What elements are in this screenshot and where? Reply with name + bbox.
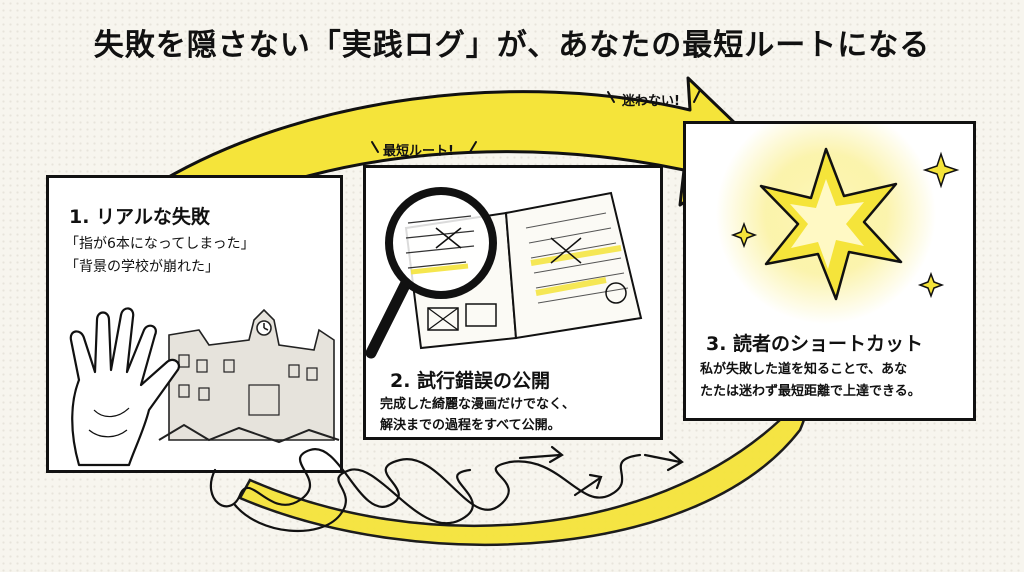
notebook-illustration bbox=[366, 187, 643, 359]
crumbling-school-icon bbox=[158, 308, 340, 444]
failure-illustration bbox=[69, 307, 340, 467]
panel-reader-shortcut: 3. 読者のショートカット 私が失敗した道を知ることで、あな たたは迷わず最短距… bbox=[683, 121, 976, 421]
callout-no-lost: 迷わない! bbox=[622, 94, 680, 109]
hand-icon bbox=[69, 307, 181, 467]
panel1-title: 1. リアルな失敗 bbox=[69, 206, 210, 228]
star-burst-icon bbox=[759, 147, 903, 301]
magnifying-glass-icon bbox=[366, 187, 497, 359]
panel1-quote1: 「指が6本になってしまった」 bbox=[65, 236, 255, 252]
panel-trial-error: 2. 試行錯誤の公開 完成した綺麗な漫画だけでなく、 解決までの過程をすべて公開… bbox=[363, 165, 663, 440]
callout-shortest-route: 最短ルート! bbox=[383, 144, 454, 159]
panel2-title: 2. 試行錯誤の公開 bbox=[390, 370, 551, 392]
panel2-line1: 完成した綺麗な漫画だけでなく、 bbox=[380, 397, 576, 412]
panel2-line2: 解決までの過程をすべて公開。 bbox=[380, 418, 561, 433]
panel1-quote2: 「背景の学校が崩れた」 bbox=[65, 259, 219, 275]
panel3-line2: たたは迷わず最短距離で上達できる。 bbox=[700, 384, 921, 399]
panel3-title: 3. 読者のショートカット bbox=[706, 333, 924, 355]
sparkle-icon bbox=[730, 151, 960, 299]
panel-real-failure: 1. リアルな失敗 「指が6本になってしまった」 「背景の学校が崩れた」 bbox=[46, 175, 343, 473]
panel3-line1: 私が失敗した道を知ることで、あな bbox=[700, 362, 908, 377]
headline: 失敗を隠さない「実践ログ」が、あなたの最短ルートになる bbox=[93, 28, 931, 63]
star-illustration bbox=[716, 124, 960, 324]
